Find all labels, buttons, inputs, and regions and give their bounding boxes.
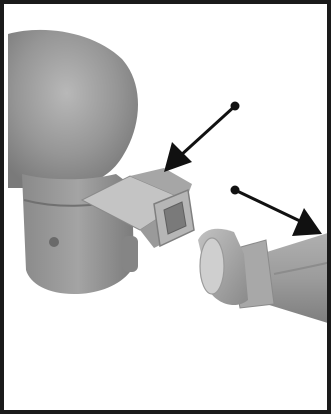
arrow-insert [164,102,240,173]
handle-housing [8,30,138,188]
arrow-head-remove [292,208,322,236]
nozzle-tip [200,238,224,294]
extension-hose [198,229,331,324]
screw-hole [49,237,59,247]
machine-body [8,30,138,294]
side-knob [122,236,138,272]
assembly-diagram [4,4,331,414]
arrow-remove [231,186,323,237]
arrow-head-insert [164,142,192,172]
